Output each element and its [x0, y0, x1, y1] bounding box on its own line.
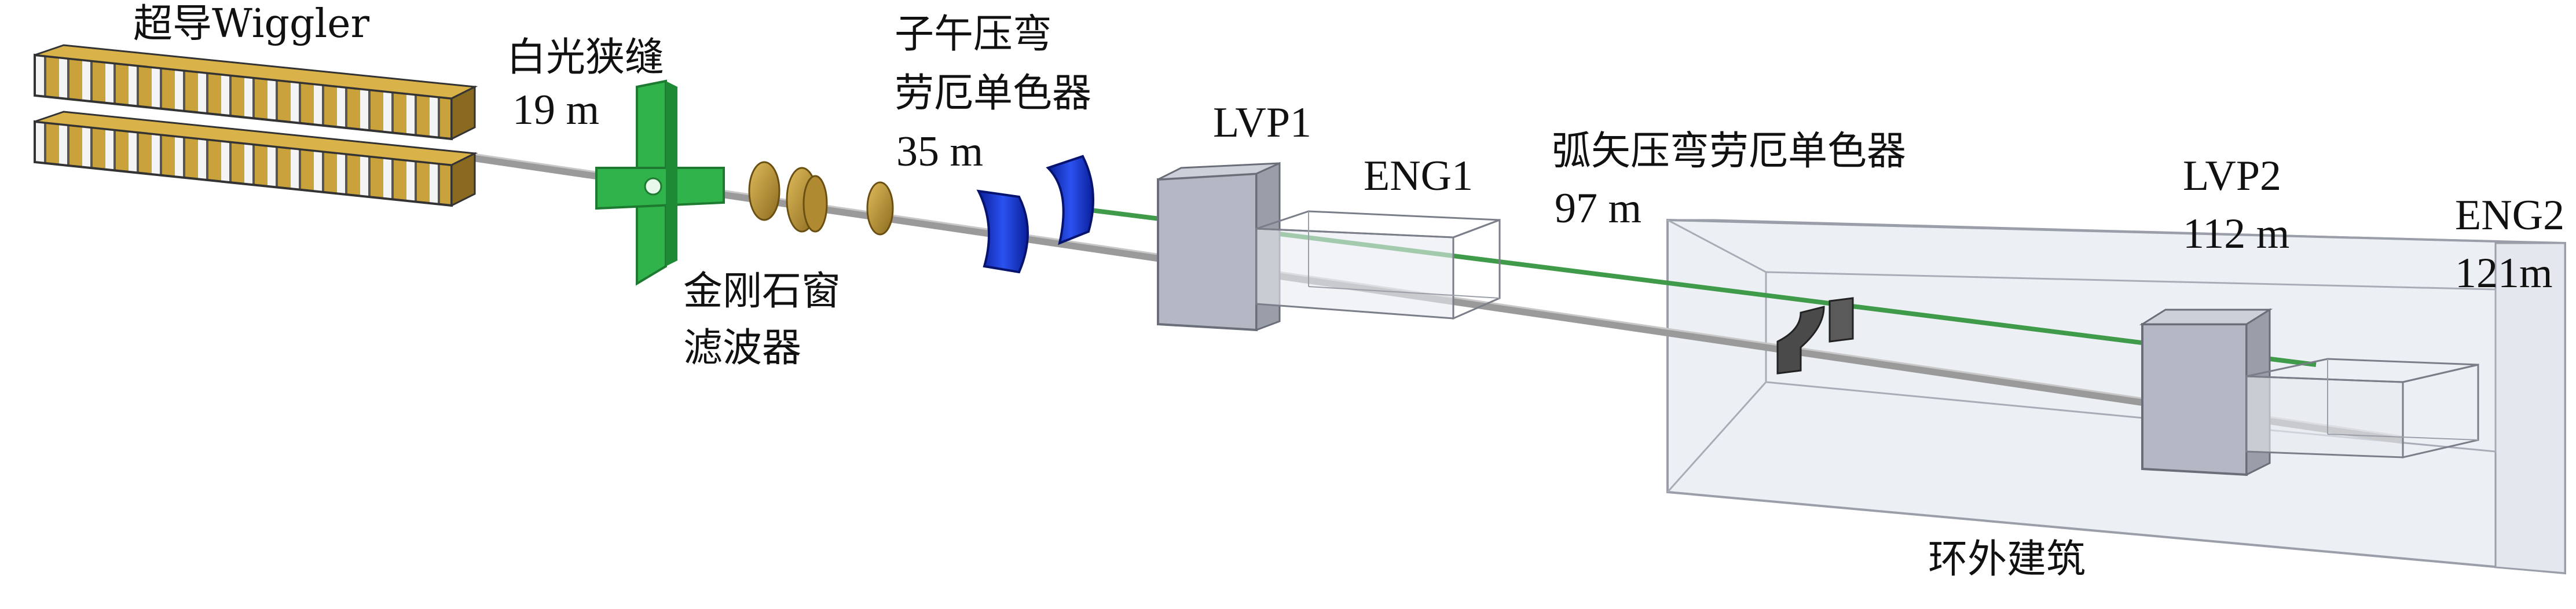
- mono1-label-line2: 劳厄单色器: [895, 71, 1092, 116]
- filter-label-line1: 金刚石窗: [683, 269, 841, 314]
- lvp1-label: LVP1: [1213, 99, 1312, 146]
- wiggler-label: 超导Wiggler: [133, 1, 370, 47]
- mono1-position: 35 m: [896, 128, 984, 175]
- eng2-hutch: [2245, 358, 2479, 458]
- lvp2-position: 112 m: [2183, 210, 2290, 258]
- slit-position: 19 m: [512, 86, 600, 134]
- sagittal-laue-monochromator: [1776, 297, 1854, 375]
- mono2-label: 弧矢压弯劳厄单色器: [1552, 129, 1907, 174]
- mono2-position: 97 m: [1555, 185, 1642, 232]
- filter-label-line2: 滤波器: [683, 325, 802, 371]
- mono1-label-line1: 子午压弯: [895, 12, 1053, 57]
- eng1-label: ENG1: [1364, 152, 1474, 200]
- diamond-window-filters: [748, 161, 894, 236]
- building-label: 环外建筑: [1928, 537, 2086, 582]
- white-beam-slit: [595, 79, 725, 286]
- eng2-position: 121m: [2455, 250, 2553, 297]
- meridional-laue-monochromator: [976, 155, 1094, 274]
- wiggler-magnet: [34, 44, 478, 207]
- lvp2-label: LVP2: [2183, 152, 2282, 200]
- slit-label: 白光狭缝: [507, 35, 665, 80]
- eng1-hutch: [1255, 210, 1501, 320]
- eng2-label: ENG2: [2455, 192, 2565, 239]
